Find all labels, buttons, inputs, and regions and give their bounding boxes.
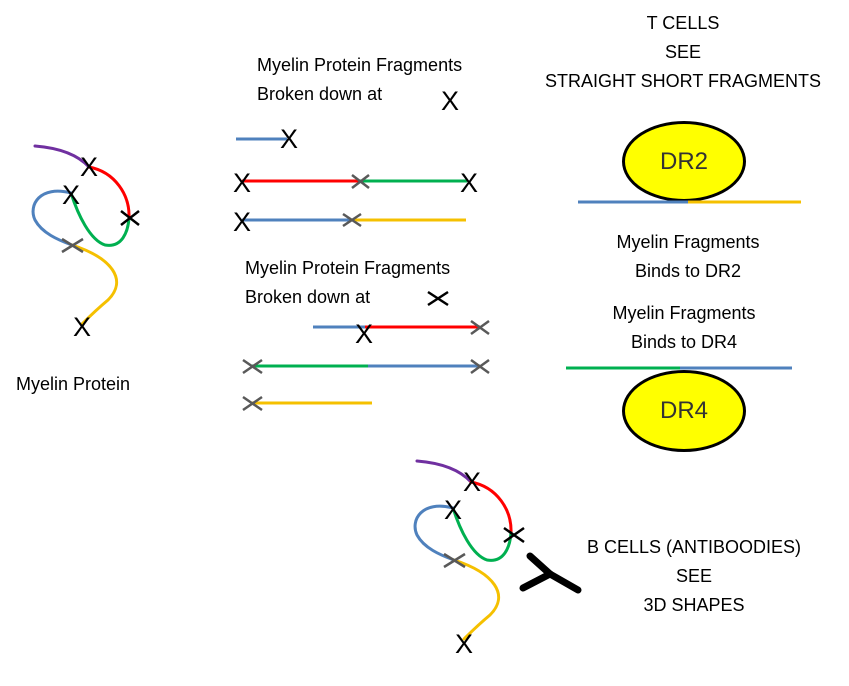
x-mark: X xyxy=(441,86,459,116)
x-mark: X xyxy=(460,168,478,198)
x-mark: X xyxy=(463,467,481,497)
t-cells-caption: T CELLS SEE STRAIGHT SHORT FRAGMENTS xyxy=(533,9,833,96)
dr2-binding-line1: Myelin Fragments xyxy=(616,232,760,252)
cut-mark xyxy=(503,526,525,544)
b-cells-line3: 3D SHAPES xyxy=(643,595,745,615)
x-mark: X xyxy=(80,152,98,182)
antibody-y-shape xyxy=(519,552,582,594)
x-mark: X xyxy=(73,312,91,342)
dr4-molecule: DR4 xyxy=(622,370,746,452)
fragments-set1-line1: Myelin Protein Fragments xyxy=(257,55,463,75)
cut-mark xyxy=(120,210,140,226)
fragment-set-1 xyxy=(236,137,467,222)
x-mark: X xyxy=(233,207,251,237)
myelin-protein-label: Myelin Protein xyxy=(16,374,131,394)
cleavage-marks xyxy=(61,174,490,569)
cleavage-mark xyxy=(470,358,490,375)
dr4-binding-line1: Myelin Fragments xyxy=(612,303,756,323)
x-mark: X xyxy=(455,629,473,659)
x-mark: X xyxy=(280,124,298,154)
antibody-stem xyxy=(546,570,582,594)
dr2-binding-caption: Myelin Fragments Binds to DR2 xyxy=(578,228,798,286)
cleavage-mark xyxy=(351,174,370,189)
fragments-set2-line1: Myelin Protein Fragments xyxy=(245,258,451,278)
cleavage-mark xyxy=(342,212,362,228)
cleavage-mark xyxy=(61,237,84,254)
fragments-set2-title: Myelin Protein Fragments Broken down at xyxy=(245,254,450,312)
dr4-binding-caption: Myelin Fragments Binds to DR4 xyxy=(574,299,794,357)
fragments-set1-line2: Broken down at xyxy=(257,84,383,104)
x-mark: X xyxy=(233,168,251,198)
cut-mark xyxy=(427,290,449,307)
antibody-arm-top xyxy=(526,552,554,578)
b-cells-line2: SEE xyxy=(675,566,713,586)
x-mark: X xyxy=(355,319,373,349)
cleavage-mark xyxy=(470,319,490,336)
fragments-set2-line2: Broken down at xyxy=(245,287,371,307)
fragments-set1-title: Myelin Protein Fragments Broken down at xyxy=(257,51,462,109)
fragment-set-2 xyxy=(252,325,480,405)
cut-marks xyxy=(120,210,525,544)
b-cells-caption: B CELLS (ANTIBOODIES) SEE 3D SHAPES xyxy=(574,533,814,620)
t-cells-line3: STRAIGHT SHORT FRAGMENTS xyxy=(544,71,822,91)
t-cells-line1: T CELLS xyxy=(646,13,720,33)
dr4-binding-line2: Binds to DR4 xyxy=(630,332,738,352)
b-cells-line1: B CELLS (ANTIBOODIES) xyxy=(586,537,802,557)
dr2-binding-line2: Binds to DR2 xyxy=(634,261,742,281)
antibody-arm-bottom xyxy=(519,570,554,592)
dr2-label: DR2 xyxy=(659,147,708,175)
x-letters: X X X X X X X X X X X X xyxy=(62,86,481,659)
cleavage-mark xyxy=(242,395,263,412)
cleavage-mark xyxy=(443,552,466,569)
cleavage-mark xyxy=(242,358,263,375)
x-mark: X xyxy=(62,180,80,210)
dr4-label: DR4 xyxy=(659,397,708,424)
x-mark: X xyxy=(444,495,462,525)
t-cells-line2: SEE xyxy=(664,42,702,62)
